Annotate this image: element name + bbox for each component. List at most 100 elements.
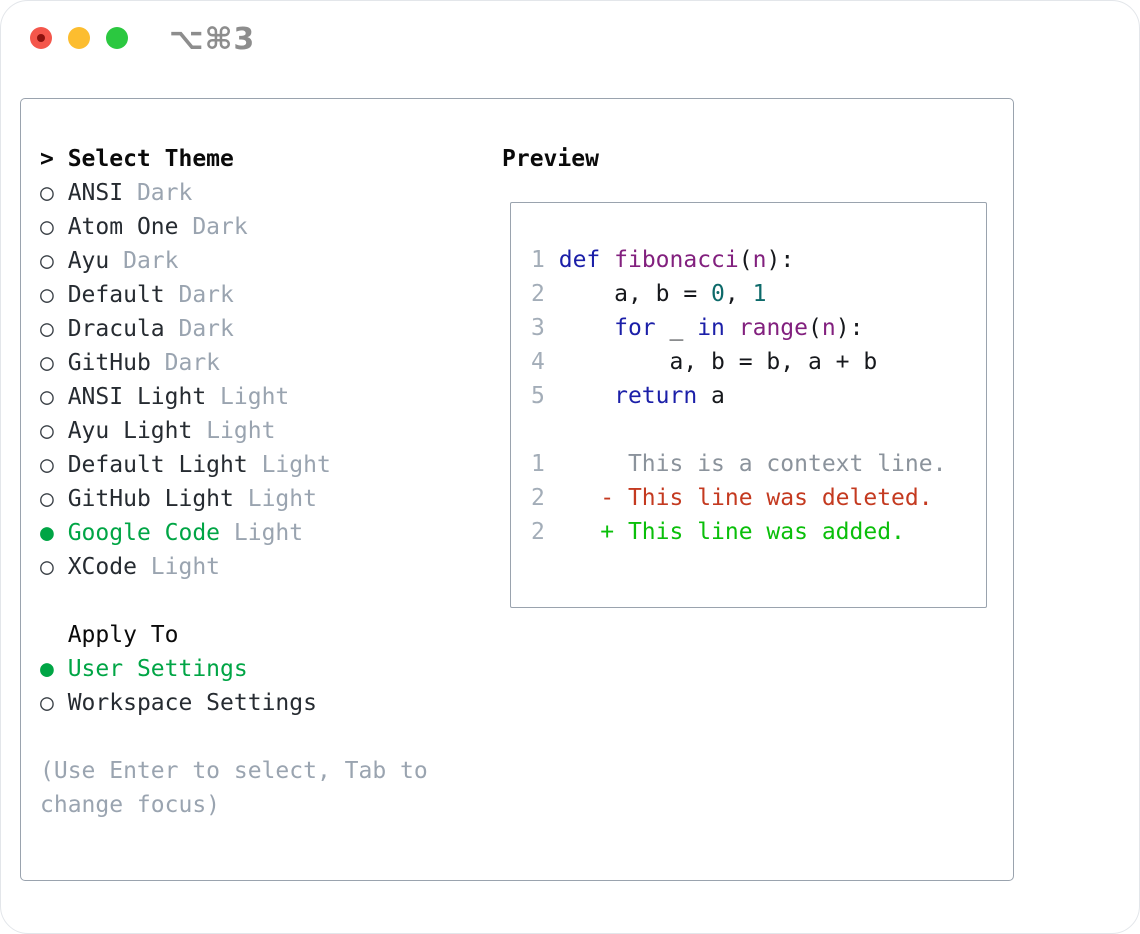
line-number: 2 — [531, 519, 545, 545]
line-number: 1 — [531, 247, 545, 273]
theme-name: Default — [67, 282, 179, 308]
theme-option-default-light[interactable]: ○ Default Light Light — [40, 448, 428, 482]
code-segment-ctx: This is a context line. — [558, 451, 947, 477]
theme-list: > Select Theme○ ANSI Dark○ Atom One Dark… — [40, 142, 428, 822]
diff-line: 1 This is a context line. — [531, 447, 986, 481]
code-segment-plain: _ — [655, 315, 698, 341]
theme-name: Ayu Light — [67, 418, 207, 444]
code-segment-plain — [725, 315, 739, 341]
theme-name: Default Light — [67, 452, 262, 478]
theme-option-ansi-light[interactable]: ○ ANSI Light Light — [40, 380, 428, 414]
code-segment-numlit: 0 — [711, 281, 725, 307]
theme-picker-panel: > Select Theme○ ANSI Dark○ Atom One Dark… — [20, 98, 1014, 881]
line-number: 1 — [531, 451, 545, 477]
code-segment-plain: ( — [808, 315, 822, 341]
radio-icon: ○ — [40, 316, 68, 342]
code-segment-plain: , — [724, 281, 753, 307]
apply-to-heading: Apply To — [40, 622, 179, 648]
theme-variant-label: Dark — [164, 350, 221, 376]
code-segment-plain — [559, 315, 614, 341]
code-segment-kw: return — [614, 383, 698, 409]
theme-name: Atom One — [67, 214, 193, 240]
theme-option-google-code[interactable]: ● Google Code Light — [40, 516, 428, 550]
radio-selected-icon: ● — [40, 656, 68, 682]
radio-icon: ○ — [40, 180, 68, 206]
theme-variant-label: Light — [261, 452, 331, 478]
theme-variant-label: Light — [247, 486, 317, 512]
theme-option-dracula[interactable]: ○ Dracula Dark — [40, 312, 428, 346]
apply-option-label: User Settings — [67, 656, 248, 682]
theme-option-xcode[interactable]: ○ XCode Light — [40, 550, 428, 584]
theme-name: Ayu — [67, 248, 124, 274]
code-segment-plain: a — [697, 383, 725, 409]
line-number: 2 — [531, 281, 545, 307]
code-segment-kw: def — [558, 247, 601, 273]
line-number: 5 — [531, 383, 545, 409]
theme-option-ansi[interactable]: ○ ANSI Dark — [40, 176, 428, 210]
theme-name: GitHub — [67, 350, 165, 376]
apply-option-user-settings[interactable]: ● User Settings — [40, 652, 428, 686]
minimize-button[interactable] — [68, 27, 90, 49]
code-line: 1 def fibonacci(n): — [531, 243, 986, 277]
theme-name: ANSI — [67, 180, 137, 206]
theme-option-github-light[interactable]: ○ GitHub Light Light — [40, 482, 428, 516]
theme-option-ayu-light[interactable]: ○ Ayu Light Light — [40, 414, 428, 448]
radio-icon: ○ — [40, 384, 68, 410]
theme-option-github[interactable]: ○ GitHub Dark — [40, 346, 428, 380]
theme-variant-label: Dark — [123, 248, 179, 274]
theme-variant-label: Light — [206, 418, 276, 444]
theme-variant-label: Dark — [136, 180, 193, 206]
apply-option-workspace-settings[interactable]: ○ Workspace Settings — [40, 686, 428, 720]
code-segment-plain — [600, 247, 614, 273]
line-number: 3 — [531, 315, 545, 341]
line-number: 2 — [531, 485, 545, 511]
theme-variant-label: Light — [233, 520, 304, 546]
code-line: 4 a, b = b, a + b — [531, 345, 986, 379]
radio-icon: ○ — [40, 418, 68, 444]
theme-name: XCode — [67, 554, 151, 580]
window-title: ⌥⌘3 — [169, 22, 256, 57]
zoom-button[interactable] — [106, 27, 128, 49]
theme-option-ayu[interactable]: ○ Ayu Dark — [40, 244, 428, 278]
theme-name: Google Code — [67, 520, 234, 546]
radio-selected-icon: ● — [40, 520, 68, 546]
apply-option-label: Workspace Settings — [67, 690, 317, 716]
code-segment-plain — [559, 383, 614, 409]
code-segment-plain: ( — [738, 247, 753, 273]
radio-icon: ○ — [40, 214, 68, 240]
theme-name: ANSI Light — [67, 384, 221, 410]
theme-option-atom-one[interactable]: ○ Atom One Dark — [40, 210, 428, 244]
preview-heading: Preview — [502, 146, 599, 172]
theme-option-default[interactable]: ○ Default Dark — [40, 278, 428, 312]
close-dot-icon — [37, 34, 45, 42]
theme-variant-label: Dark — [178, 316, 234, 342]
line-number: 4 — [531, 349, 545, 375]
code-segment-plain: ): — [766, 247, 795, 273]
radio-icon: ○ — [40, 486, 68, 512]
code-segment-plain: ): — [835, 315, 864, 341]
code-segment-plain: a, b = — [558, 281, 712, 307]
radio-icon: ○ — [40, 452, 68, 478]
code-segment-fn: fibonacci — [614, 247, 739, 273]
diff-line: 2 + This line was added. — [531, 515, 986, 549]
code-segment-numlit: 1 — [752, 281, 767, 307]
code-line: 5 return a — [531, 379, 986, 413]
code-segment-kw: in — [697, 315, 725, 341]
code-segment-fn: n — [821, 315, 836, 341]
theme-name: GitHub Light — [67, 486, 248, 512]
code-line: 3 for _ in range(n): — [531, 311, 986, 345]
theme-variant-label: Light — [220, 384, 290, 410]
close-button[interactable] — [30, 27, 52, 49]
theme-variant-label: Dark — [192, 214, 248, 240]
code-line: 2 a, b = 0, 1 — [531, 277, 986, 311]
code-segment-kw: for — [614, 315, 656, 341]
hint-text: (Use Enter to select, Tab to — [40, 758, 428, 784]
radio-icon: ○ — [40, 350, 68, 376]
code-segment-fn: range — [738, 315, 809, 341]
hint-text: change focus) — [40, 792, 221, 818]
diff-line: 2 - This line was deleted. — [531, 481, 986, 515]
code-segment-del: - This line was deleted. — [558, 485, 933, 511]
theme-name: Dracula — [67, 316, 179, 342]
radio-icon: ○ — [40, 248, 68, 274]
theme-variant-label: Dark — [178, 282, 234, 308]
